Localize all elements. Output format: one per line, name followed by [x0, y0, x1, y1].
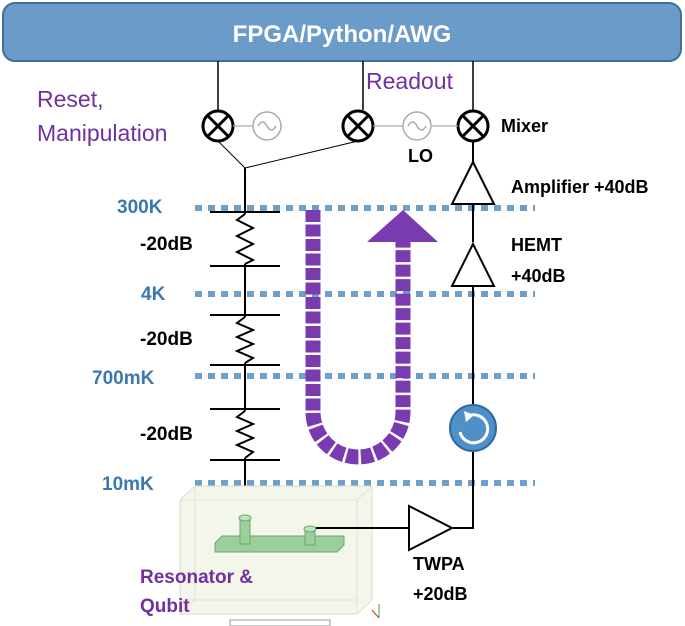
- reset-label: Reset,: [37, 86, 103, 112]
- attenuator-1-label: -20dB: [140, 234, 193, 255]
- attenuator-2-label: -20dB: [140, 329, 193, 350]
- amplifier-label: Amplifier +40dB: [511, 177, 649, 197]
- stage-300k-label: 300K: [117, 197, 163, 218]
- chip-icon: [179, 485, 380, 626]
- stage-700mk-label: 700mK: [92, 368, 155, 389]
- attenuator-2-icon: [210, 314, 280, 366]
- stage-4k-label: 4K: [141, 284, 166, 305]
- circulator-icon: [449, 404, 497, 452]
- stage-lines: [195, 205, 535, 486]
- twpa-label-line1: TWPA: [413, 554, 465, 574]
- header-title: FPGA/Python/AWG: [233, 21, 452, 48]
- twpa-label-line2: +20dB: [413, 584, 468, 604]
- lo-label: LO: [408, 146, 433, 166]
- resonator-label-line1: Resonator &: [140, 567, 253, 588]
- attenuator-3-icon: [210, 408, 280, 461]
- mixer-reset-icon: [201, 109, 235, 143]
- mixer-label: Mixer: [501, 116, 548, 136]
- resonator-label-line2: Qubit: [140, 596, 190, 617]
- amplifier-icon: [450, 159, 496, 205]
- attenuator-3-label: -20dB: [140, 424, 193, 445]
- combiner-lines: [217, 140, 359, 169]
- signal-path-arrow-icon: [305, 210, 438, 465]
- header-bar: [2, 2, 682, 62]
- manipulation-label: Manipulation: [37, 120, 167, 146]
- output-line: [453, 141, 474, 529]
- mixer-output-icon: [456, 109, 490, 143]
- oscillator-readout-icon: [373, 111, 458, 141]
- attenuator-1-icon: [210, 211, 280, 267]
- oscillator-reset-icon: [233, 111, 282, 141]
- readout-label: Readout: [366, 68, 454, 94]
- twpa-icon: [408, 504, 455, 552]
- mixer-readout-icon: [341, 109, 375, 143]
- hemt-label-line2: +40dB: [511, 266, 566, 286]
- hemt-icon: [450, 241, 496, 287]
- header-lines: [217, 61, 474, 110]
- stage-10mk-label: 10mK: [102, 474, 154, 495]
- hemt-label-line1: HEMT: [511, 235, 562, 255]
